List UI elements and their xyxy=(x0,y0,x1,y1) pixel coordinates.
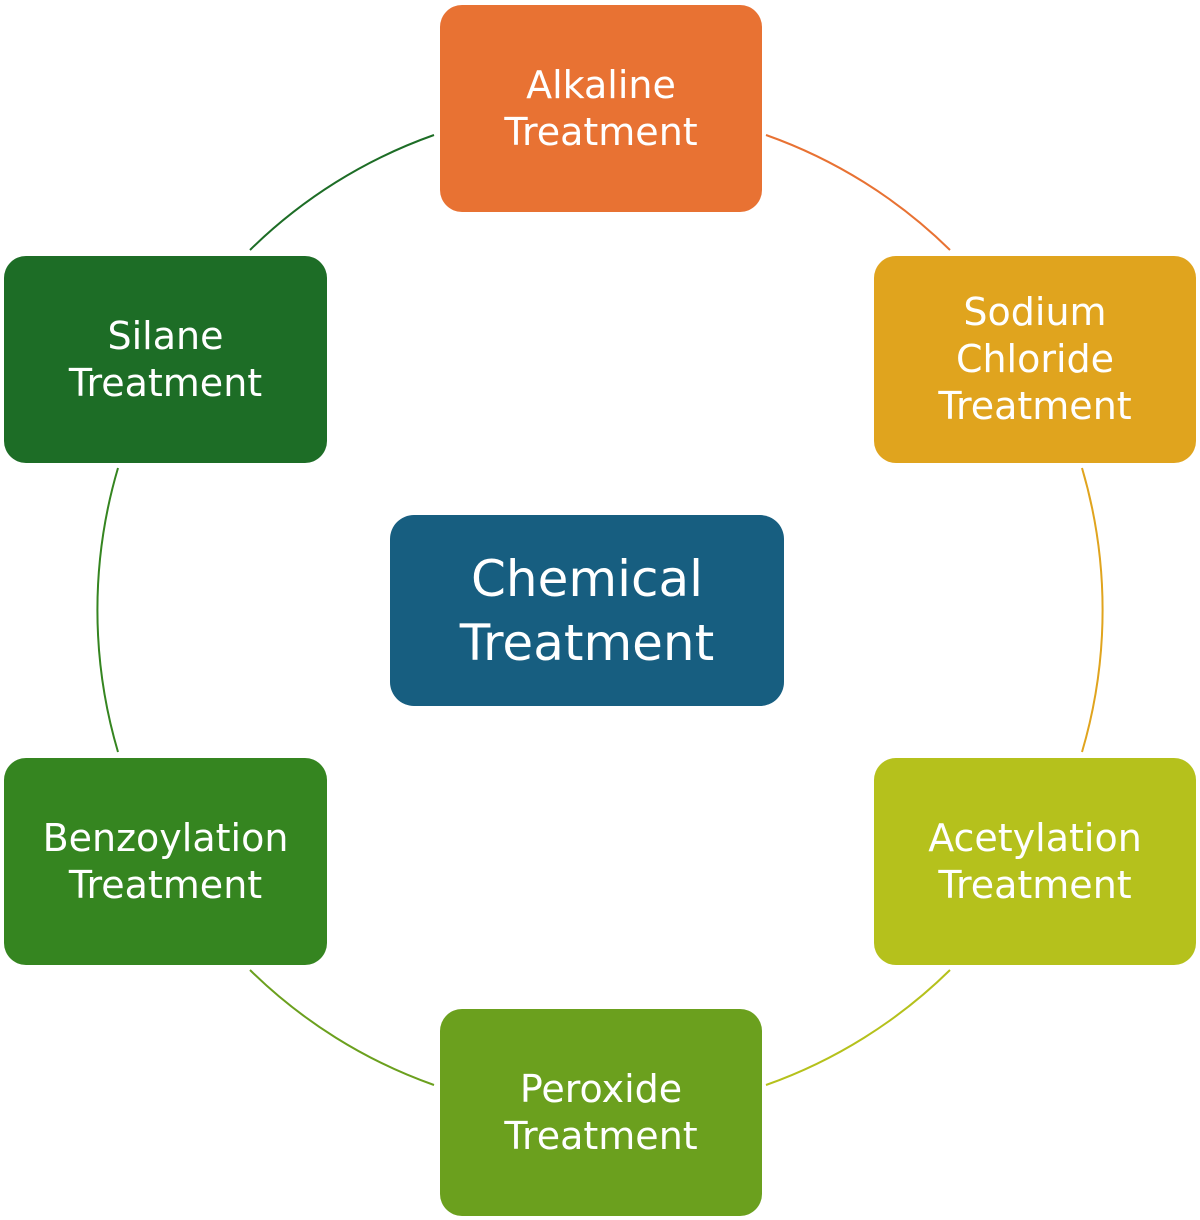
node-label: Sodium Chloride Treatment xyxy=(938,290,1132,428)
arc-peroxide-to-benzoylation xyxy=(249,969,435,1086)
node-benzoylation-treatment: Benzoylation Treatment xyxy=(4,758,327,965)
arc-silane-to-alkaline xyxy=(249,134,435,251)
node-silane-treatment: Silane Treatment xyxy=(4,256,327,463)
center-node-chemical-treatment: Chemical Treatment xyxy=(390,515,784,706)
node-label: Benzoylation Treatment xyxy=(42,815,289,907)
node-label: Acetylation Treatment xyxy=(928,815,1142,907)
arc-benzoylation-to-silane xyxy=(96,467,119,753)
arc-sodium-to-acetylation xyxy=(1081,467,1104,753)
node-acetylation-treatment: Acetylation Treatment xyxy=(874,758,1196,965)
node-sodium-chloride-treatment: Sodium Chloride Treatment xyxy=(874,256,1196,463)
node-label: Silane Treatment xyxy=(68,313,263,405)
arc-alkaline-to-sodium xyxy=(765,134,951,251)
node-label: Alkaline Treatment xyxy=(504,62,698,154)
node-alkaline-treatment: Alkaline Treatment xyxy=(440,5,762,212)
node-label: Peroxide Treatment xyxy=(504,1066,698,1158)
center-label: Chemical Treatment xyxy=(459,549,715,672)
node-peroxide-treatment: Peroxide Treatment xyxy=(440,1009,762,1216)
arc-acetylation-to-peroxide xyxy=(765,969,951,1086)
